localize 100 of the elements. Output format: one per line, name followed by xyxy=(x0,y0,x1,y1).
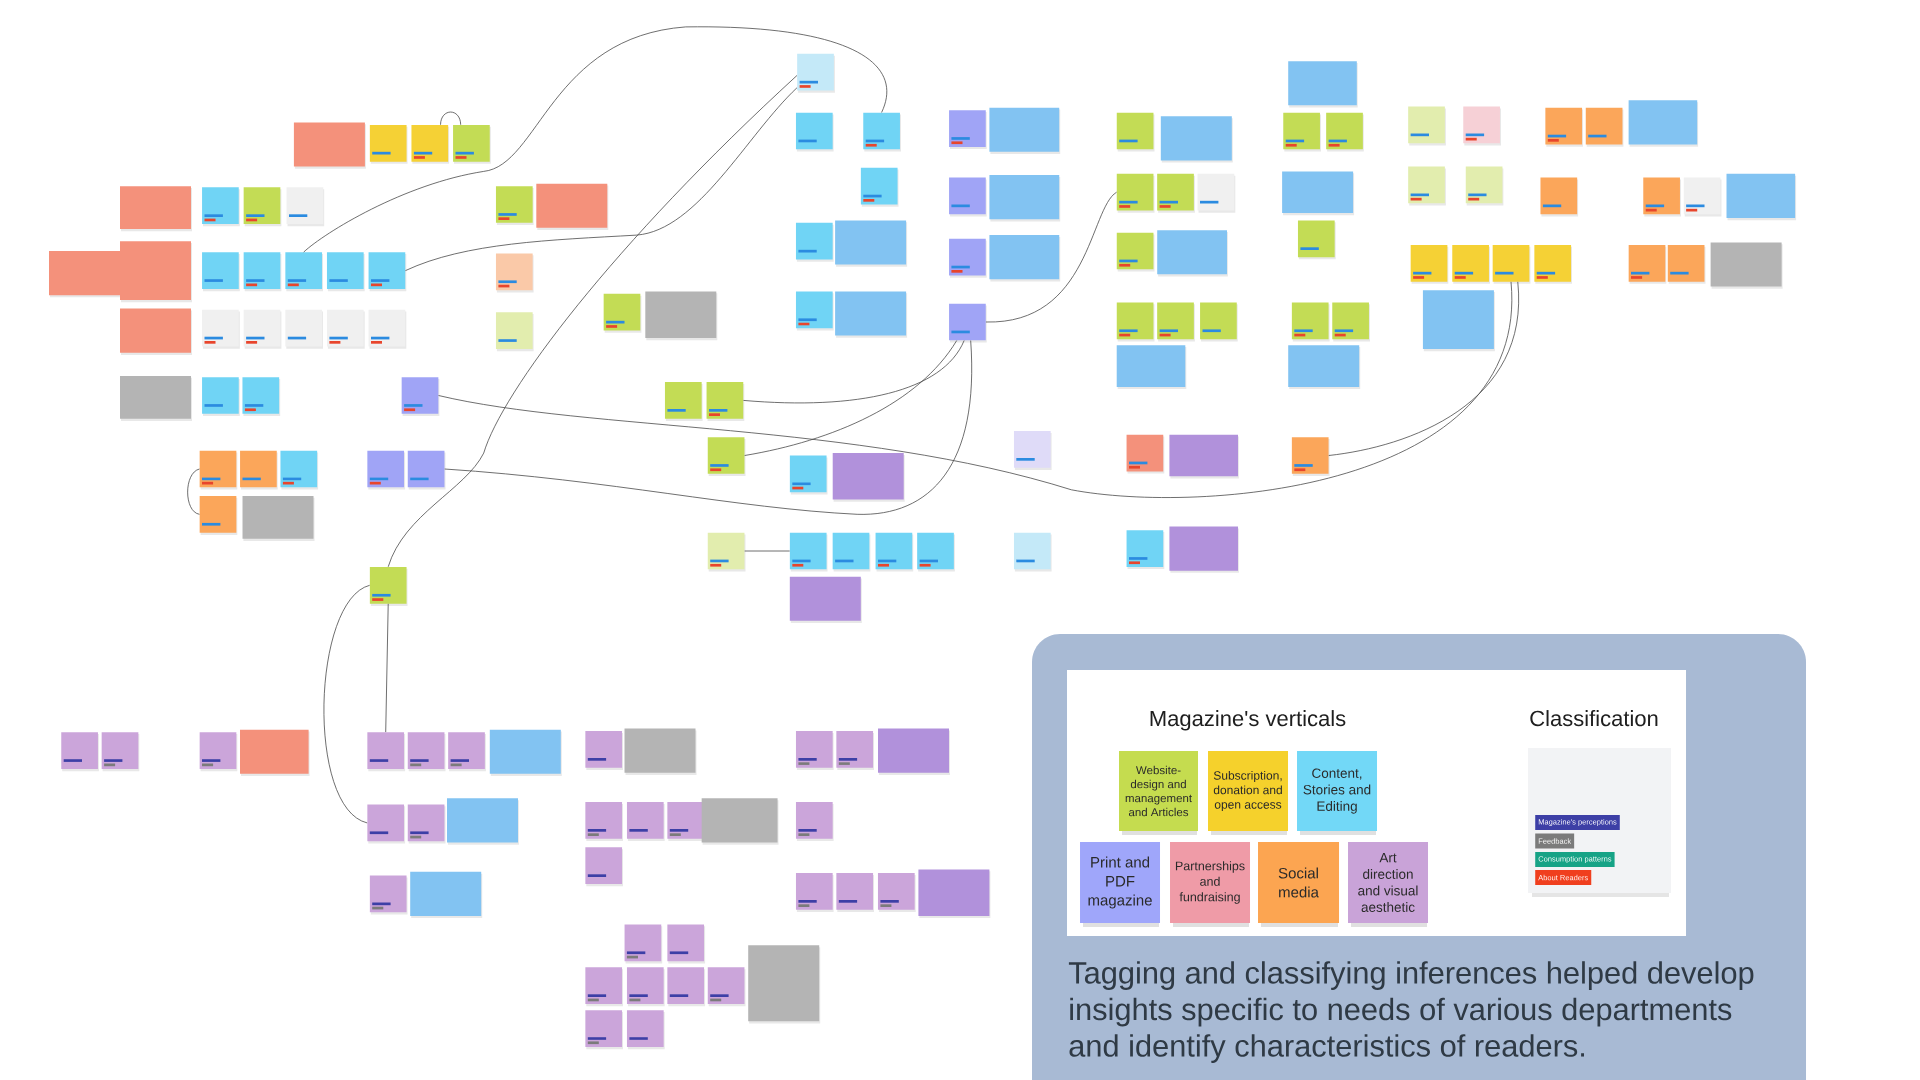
connector-line xyxy=(743,340,965,404)
sticky-note xyxy=(989,175,1061,222)
caption-text: Tagging and classifying inferences helped develop insights specific to needs of various departments and identify characteristics of readers. xyxy=(1068,961,1754,1063)
sticky-note xyxy=(368,252,407,292)
sticky-note xyxy=(401,377,440,417)
sticky-note: Art direction and visual aesthetic xyxy=(1348,842,1428,927)
sticky-note xyxy=(1013,532,1052,572)
sticky-note xyxy=(1540,177,1579,217)
sticky-note xyxy=(949,238,987,278)
sticky-note xyxy=(1291,302,1330,342)
connector-line xyxy=(187,468,200,515)
sticky-note xyxy=(1667,244,1706,284)
sticky-note xyxy=(410,871,483,919)
sticky-note xyxy=(1408,166,1446,206)
sticky-note xyxy=(1332,302,1370,342)
sticky-note xyxy=(795,873,834,912)
sticky-note xyxy=(199,450,238,490)
connector-line xyxy=(303,26,888,253)
sticky-note xyxy=(369,566,408,606)
sticky-note xyxy=(626,1010,665,1050)
sticky-note xyxy=(495,253,534,293)
sticky-note xyxy=(795,112,834,152)
sticky-note xyxy=(1116,232,1155,272)
sticky-note xyxy=(285,252,323,292)
sticky-note xyxy=(707,967,746,1007)
sticky-note xyxy=(1169,526,1239,573)
sticky-note xyxy=(706,382,745,421)
sticky-note xyxy=(202,187,240,227)
sticky-note xyxy=(1013,431,1052,470)
sticky-note xyxy=(120,241,192,303)
sticky-note xyxy=(1288,61,1358,108)
sticky-note xyxy=(1160,116,1233,163)
sticky-note xyxy=(789,532,828,572)
sticky-note xyxy=(326,309,365,349)
sticky-note xyxy=(367,732,406,772)
sticky-note xyxy=(1452,244,1490,284)
sticky-note xyxy=(1116,345,1187,390)
sticky-note xyxy=(1169,434,1239,479)
sticky-note xyxy=(626,967,665,1007)
sticky-note xyxy=(1492,244,1531,284)
sticky-note xyxy=(367,450,406,490)
sticky-note xyxy=(918,869,991,919)
sticky-note xyxy=(949,177,987,217)
sticky-note xyxy=(949,303,987,343)
sticky-note xyxy=(536,183,609,230)
sticky-note xyxy=(795,222,834,262)
sticky-note xyxy=(407,450,446,490)
sticky-note xyxy=(949,110,987,150)
sticky-note xyxy=(448,732,486,772)
sticky-note xyxy=(1463,106,1501,146)
connector-line xyxy=(387,75,798,568)
sticky-note xyxy=(49,251,121,298)
sticky-note xyxy=(368,309,407,349)
connector-line xyxy=(323,584,371,824)
sticky-note xyxy=(989,107,1061,154)
sticky-note xyxy=(1534,244,1572,284)
sticky-note xyxy=(1126,530,1165,570)
sticky-note xyxy=(1628,100,1699,147)
sticky-note xyxy=(707,532,746,572)
sticky-note xyxy=(243,309,282,349)
sticky-note xyxy=(120,375,192,421)
sticky-note xyxy=(489,729,562,777)
connector-line xyxy=(385,603,389,733)
sticky-note xyxy=(989,235,1061,282)
heading: Magazine's verticals xyxy=(1150,710,1346,731)
sticky-note xyxy=(878,728,950,775)
sticky-note xyxy=(917,532,955,572)
sticky-note xyxy=(202,252,240,292)
sticky-note xyxy=(1726,173,1797,221)
sticky-note xyxy=(369,124,408,164)
sticky-note xyxy=(795,291,834,331)
sticky-note xyxy=(495,186,534,226)
connector-line xyxy=(438,281,1512,498)
sticky-note xyxy=(832,532,871,572)
sticky-note xyxy=(202,377,240,417)
sticky-note xyxy=(795,731,834,770)
sticky-note xyxy=(836,731,874,770)
sticky-note xyxy=(453,124,491,164)
sticky-note xyxy=(795,802,834,841)
connector-line xyxy=(985,191,1117,323)
sticky-note xyxy=(407,804,446,844)
sticky-note xyxy=(863,112,901,152)
sticky-note xyxy=(1410,244,1449,284)
sticky-note xyxy=(407,732,446,772)
sticky-note: Print and PDF magazine xyxy=(1080,842,1160,927)
sticky-note xyxy=(585,847,623,887)
sticky-note xyxy=(243,187,282,227)
sticky-note: Content, Stories and Editing xyxy=(1297,751,1377,835)
sticky-note xyxy=(240,729,310,777)
sticky-note xyxy=(1116,173,1155,213)
sticky-note xyxy=(61,732,99,772)
connector-line xyxy=(444,340,973,515)
sticky-note xyxy=(1545,107,1583,147)
sticky-note xyxy=(280,450,319,490)
sticky-note xyxy=(202,309,240,349)
sticky-note xyxy=(667,967,706,1007)
connector-line xyxy=(405,87,798,271)
sticky-note xyxy=(1710,242,1783,289)
sticky-note xyxy=(585,731,623,770)
sticky-note xyxy=(585,1010,623,1050)
